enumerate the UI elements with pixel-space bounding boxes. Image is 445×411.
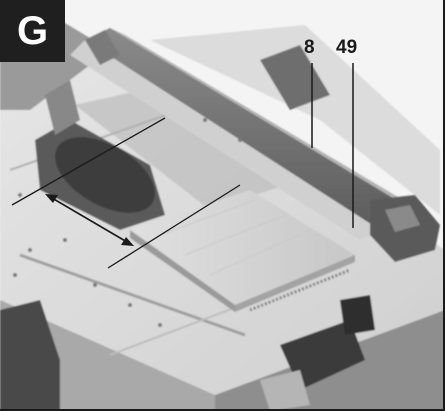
frame-bottom-border [0,409,445,411]
callout-8-label: 8 [304,37,315,58]
frame-right-border [443,0,445,411]
saw-body [0,20,445,411]
width-double-arrow [45,194,134,246]
dimension-line-upper [11,117,166,206]
dimension-line-lower [107,184,241,269]
figure-label-badge: G [0,0,65,62]
callout-49-label: 49 [336,37,358,58]
